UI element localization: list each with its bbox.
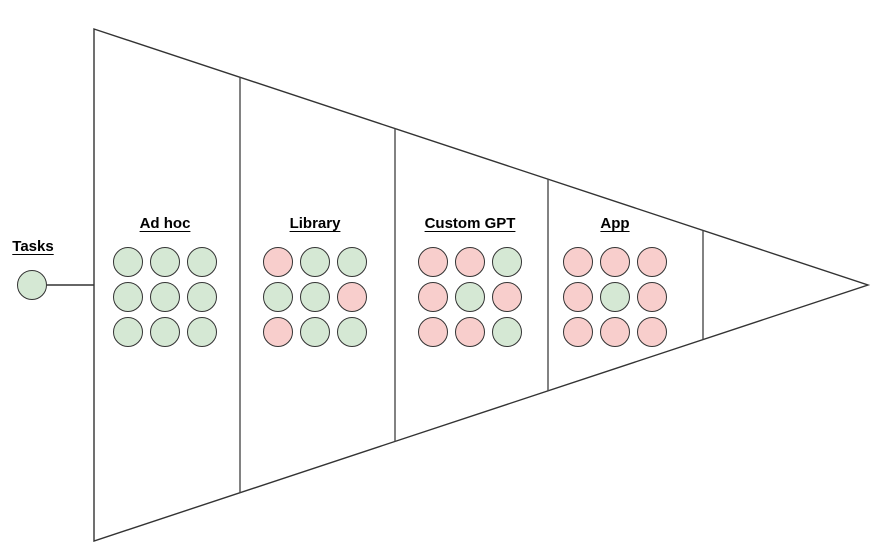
section-library: Library	[263, 215, 367, 347]
task-dot-green	[150, 317, 180, 347]
task-dot-red	[418, 282, 448, 312]
task-dot-red	[263, 317, 293, 347]
task-dot-green	[492, 317, 522, 347]
tasks-label: Tasks	[12, 238, 54, 255]
task-dot-green	[150, 282, 180, 312]
task-dot-red	[563, 247, 593, 277]
task-dot-green	[300, 317, 330, 347]
task-grid-ad-hoc	[113, 247, 217, 347]
section-label-library: Library	[289, 215, 341, 232]
section-ad-hoc: Ad hoc	[113, 215, 217, 347]
task-dot-red	[637, 317, 667, 347]
task-dot-green	[113, 317, 143, 347]
tasks-input-circle	[17, 270, 47, 300]
task-dot-green	[187, 282, 217, 312]
task-dot-red	[492, 282, 522, 312]
section-label-app: App	[600, 215, 630, 232]
task-dot-red	[637, 282, 667, 312]
task-dot-red	[455, 247, 485, 277]
task-dot-green	[492, 247, 522, 277]
task-grid-custom-gpt	[418, 247, 522, 347]
section-app: App	[563, 215, 667, 347]
task-dot-red	[418, 247, 448, 277]
task-dot-green	[600, 282, 630, 312]
task-dot-green	[113, 282, 143, 312]
task-dot-green	[150, 247, 180, 277]
task-dot-red	[563, 317, 593, 347]
task-dot-red	[637, 247, 667, 277]
task-dot-red	[418, 317, 448, 347]
section-label-custom-gpt: Custom GPT	[424, 215, 516, 232]
task-dot-green	[337, 247, 367, 277]
section-label-ad-hoc: Ad hoc	[139, 215, 191, 232]
task-dot-green	[300, 247, 330, 277]
task-dot-red	[600, 247, 630, 277]
task-grid-library	[263, 247, 367, 347]
task-dot-green	[113, 247, 143, 277]
task-dot-red	[563, 282, 593, 312]
task-grid-app	[563, 247, 667, 347]
task-dot-green	[263, 282, 293, 312]
tasks-node-group: Tasks	[0, 238, 66, 256]
task-dot-green	[187, 317, 217, 347]
section-custom-gpt: Custom GPT	[418, 215, 522, 347]
task-dot-green	[300, 282, 330, 312]
task-dot-red	[455, 317, 485, 347]
task-dot-red	[263, 247, 293, 277]
task-dot-green	[455, 282, 485, 312]
task-dot-green	[337, 317, 367, 347]
task-dot-red	[337, 282, 367, 312]
task-dot-red	[600, 317, 630, 347]
task-dot-green	[187, 247, 217, 277]
